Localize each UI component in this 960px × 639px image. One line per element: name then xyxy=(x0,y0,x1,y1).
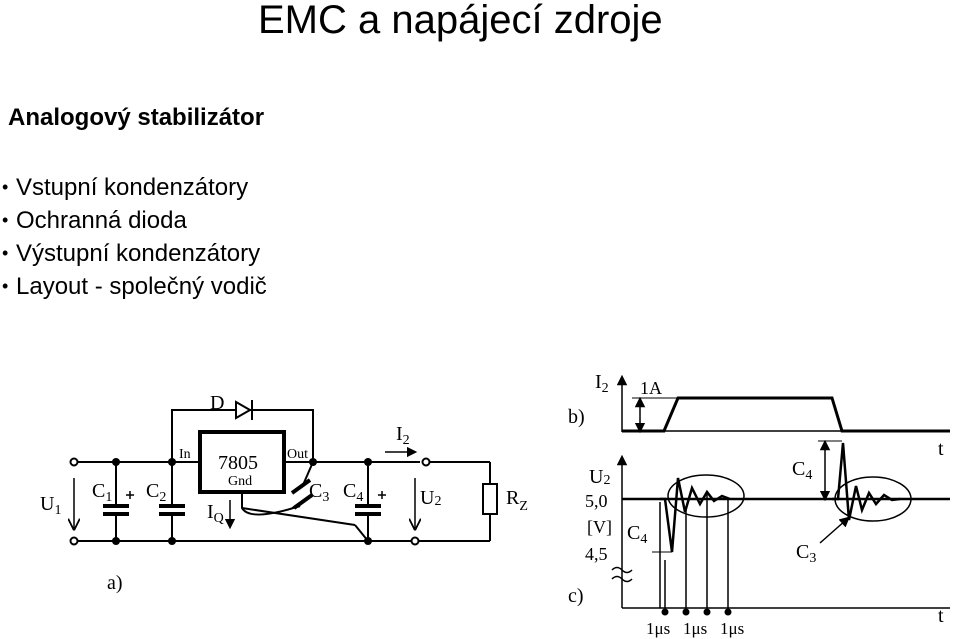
transient-graphs xyxy=(611,374,950,609)
diode-symbol xyxy=(235,400,253,420)
time-marker-dots xyxy=(661,608,732,616)
c1-label: C1 xyxy=(92,480,112,505)
iq-wire xyxy=(241,507,356,526)
junction-dot xyxy=(168,537,176,545)
i2-graph-label: I2 xyxy=(595,371,609,396)
terminal-in-top xyxy=(69,457,79,467)
i2-label: I2 xyxy=(396,423,410,448)
junction-dot xyxy=(364,537,372,545)
pin-gnd-label: Gnd xyxy=(228,474,252,489)
figure-a-label: a) xyxy=(107,572,123,594)
c3-wire xyxy=(302,461,314,486)
terminal-out-bottom xyxy=(410,536,420,546)
bullet-text: Layout - společný vodič xyxy=(16,273,267,300)
c4-peak-label: C4 xyxy=(792,458,812,483)
time-label-3: 1μs xyxy=(720,619,744,638)
u2-graph-label: U2 xyxy=(589,466,610,488)
voltage-response-peak xyxy=(832,442,901,521)
figure-c-label: c) xyxy=(568,585,584,607)
time-label-1: 1μs xyxy=(646,619,670,638)
junction-dot xyxy=(364,458,372,466)
bullet-text: Ochranná dioda xyxy=(16,207,187,234)
bullet-item: • Vstupní kondenzátory xyxy=(2,171,267,204)
terminal-in-bottom xyxy=(69,536,79,546)
junction-dot xyxy=(309,458,317,466)
load-resistor xyxy=(482,483,498,515)
bullet-list: • Vstupní kondenzátory • Ochranná dioda • V… xyxy=(2,171,267,303)
junction-dot xyxy=(112,537,120,545)
graph-labels: b) c) I2 1A U2 5,0 [V] 4,5 t t C4 C4 C3 … xyxy=(568,371,944,638)
dip-highlight-ellipse xyxy=(667,474,745,518)
axis-break xyxy=(611,566,633,583)
c3-wire2 xyxy=(291,505,301,509)
c3-pointer xyxy=(819,516,850,544)
current-step-waveform xyxy=(622,396,950,433)
diode-label: D xyxy=(210,392,224,414)
regulator-label: 7805 xyxy=(218,452,258,474)
voltage-response-dip xyxy=(660,477,731,553)
v50-label: 5,0 xyxy=(585,491,608,511)
gnd-wire xyxy=(241,492,301,516)
rz-label: RZ xyxy=(506,487,528,514)
bullet-dot: • xyxy=(2,243,9,263)
u2-label: U2 xyxy=(420,487,441,509)
circuit-labels: D 7805 In Out Gnd U1 C1 C2 C3 C4 IQ I2 U… xyxy=(40,392,528,594)
c4-dip-label: C4 xyxy=(627,522,647,547)
time-label-2: 1μs xyxy=(683,619,707,638)
time-dot xyxy=(703,608,711,616)
junction-dot xyxy=(168,458,176,466)
bullet-text: Vstupní kondenzátory xyxy=(16,174,249,201)
regulator-circuit xyxy=(69,400,498,546)
c1-plus xyxy=(126,491,134,499)
circuit-junctions xyxy=(112,458,372,545)
bullet-item: • Ochranná dioda xyxy=(2,204,267,237)
pin-in-label: In xyxy=(179,447,191,462)
c3-label: C3 xyxy=(309,480,329,505)
u1-label: U1 xyxy=(40,493,61,518)
time-dot xyxy=(724,608,732,616)
bullet-text: Výstupní kondenzátory xyxy=(16,240,261,267)
section-subtitle: Analogový stabilizátor xyxy=(8,104,265,131)
time-dot xyxy=(661,608,669,616)
c3-plate-a xyxy=(290,478,312,495)
bullet-dot: • xyxy=(2,177,9,197)
bullet-item: • Layout - společný vodič xyxy=(2,270,267,303)
peak-highlight-ellipse xyxy=(834,476,912,522)
unit-label: [V] xyxy=(587,517,612,537)
terminal-out-top xyxy=(421,457,431,467)
amp-label: 1A xyxy=(640,378,662,398)
figure-b-label: b) xyxy=(568,406,585,428)
junction-dot xyxy=(112,458,120,466)
bullet-dot: • xyxy=(2,276,9,296)
c4-label: C4 xyxy=(343,480,363,505)
v45-label: 4,5 xyxy=(585,544,608,564)
time-dot xyxy=(682,608,690,616)
t-bottom-label: t xyxy=(938,605,944,627)
t-top-label: t xyxy=(938,438,944,460)
c2-label: C2 xyxy=(146,480,166,505)
iq-label: IQ xyxy=(207,501,224,526)
pin-out-label: Out xyxy=(287,447,308,462)
bullet-dot: • xyxy=(2,210,9,230)
c4-plus xyxy=(378,491,386,499)
c3-graph-label: C3 xyxy=(796,541,816,566)
bullet-item: • Výstupní kondenzátory xyxy=(2,237,267,270)
page-title-text: EMC a napájecí zdroje xyxy=(258,0,663,42)
